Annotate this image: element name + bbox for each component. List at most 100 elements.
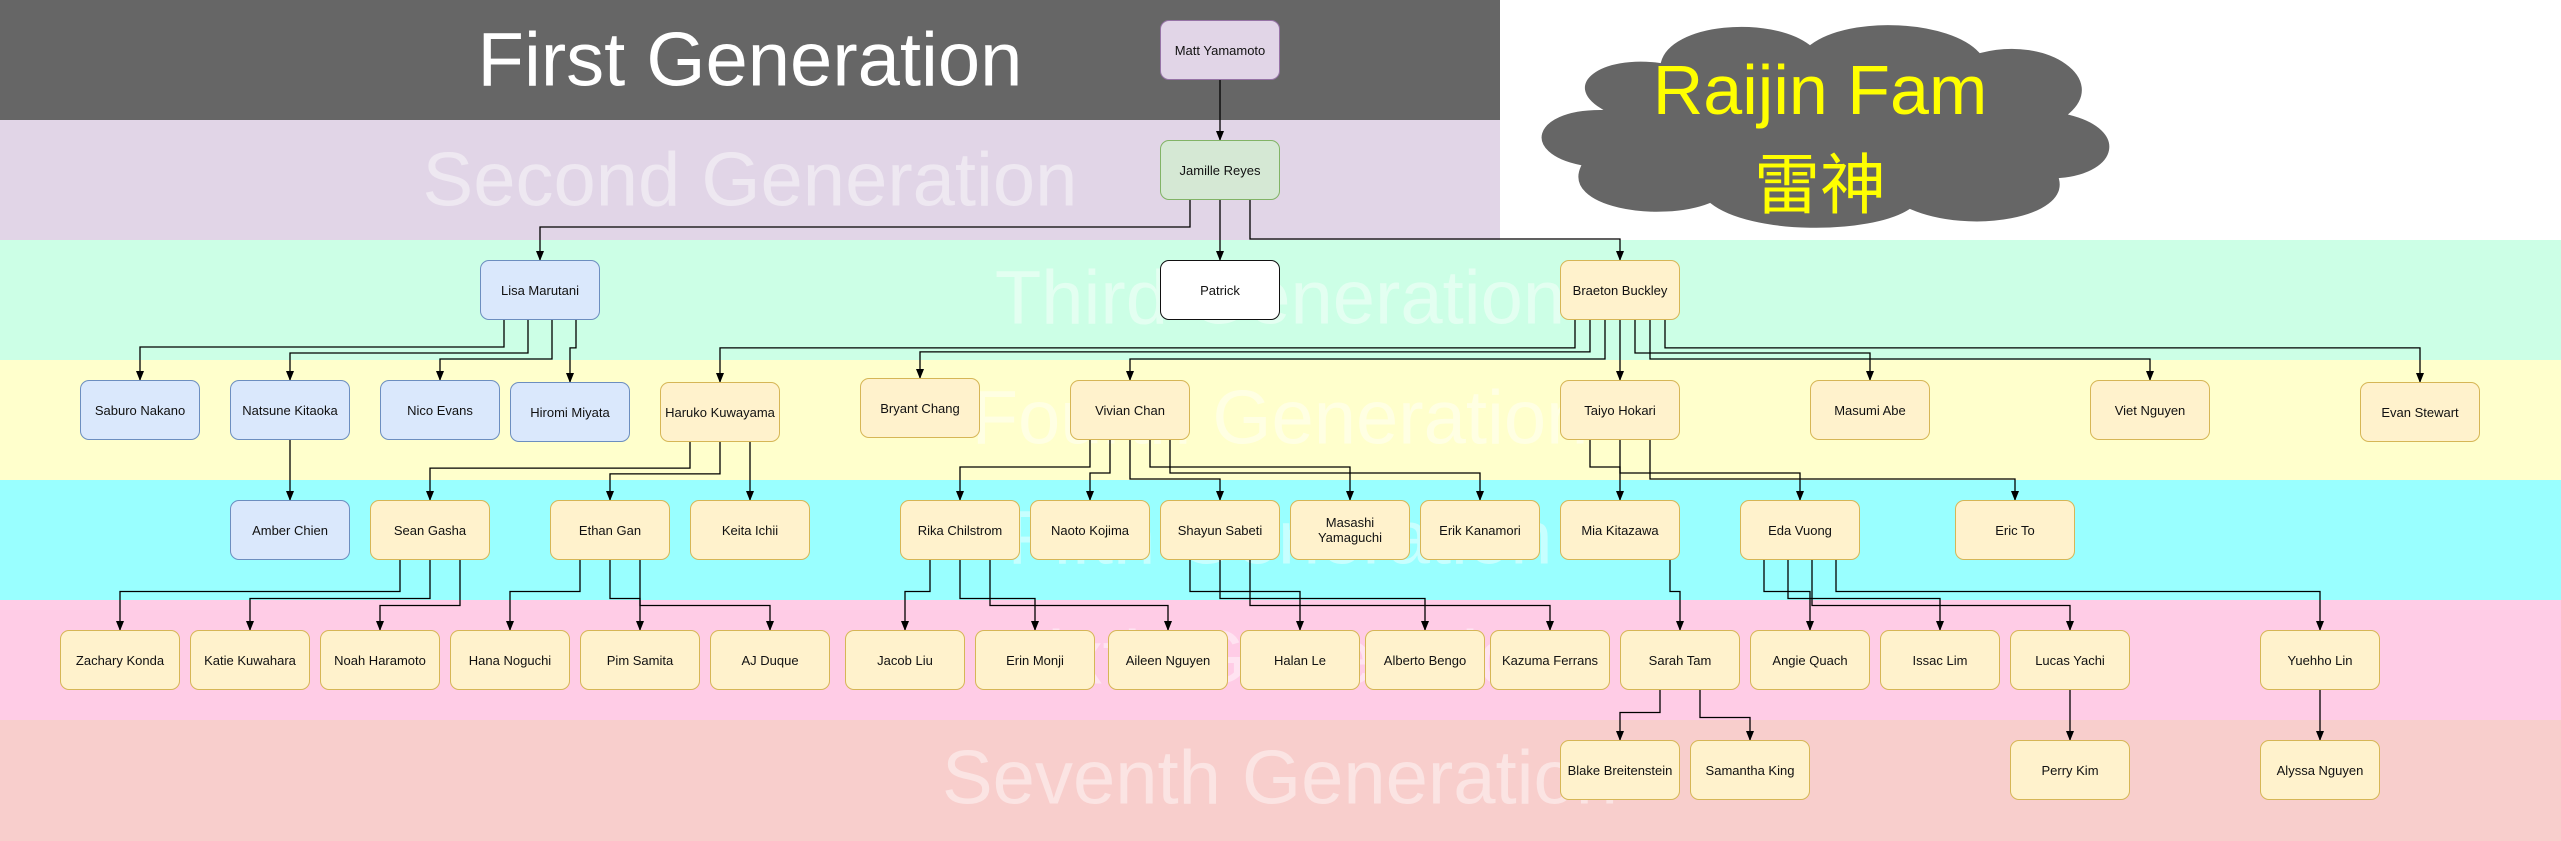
connector-ethan-pim (609, 560, 644, 631)
person-erik[interactable]: Erik Kanamori (1420, 500, 1540, 560)
connector-vivian-naoto (1086, 440, 1111, 501)
connector-vivian-shayun (1129, 440, 1224, 501)
connector-braeton-evan (1664, 320, 2424, 383)
connector-sarah-blake (1616, 690, 1661, 741)
person-sarah[interactable]: Sarah Tam (1620, 630, 1740, 690)
person-pim[interactable]: Pim Samita (580, 630, 700, 690)
person-masashi[interactable]: Masashi Yamaguchi (1290, 500, 1410, 560)
band-label-first: First Generation (477, 17, 1023, 103)
connector-eda-issac (1787, 560, 1944, 631)
person-viet[interactable]: Viet Nguyen (2090, 380, 2210, 440)
connector-vivian-rika (956, 440, 1091, 501)
person-hiromi[interactable]: Hiromi Miyata (510, 382, 630, 442)
connector-haruko-ethan (606, 442, 721, 501)
connector-lisa-nico (436, 320, 553, 381)
person-erin[interactable]: Erin Monji (975, 630, 1095, 690)
person-vivian[interactable]: Vivian Chan (1070, 380, 1190, 440)
connector-jamille-braeton (1249, 200, 1624, 261)
person-natsune[interactable]: Natsune Kitaoka (230, 380, 350, 440)
connector-braeton-viet (1649, 320, 2154, 381)
connector-haruko-sean (426, 442, 691, 501)
person-aileen[interactable]: Aileen Nguyen (1108, 630, 1228, 690)
raijin-fam-cloud: Raijin Fam 雷神 (1510, 14, 2130, 234)
connector-taiyo-mia (1589, 440, 1624, 501)
connector-shayun-kazuma (1249, 560, 1554, 631)
person-mia[interactable]: Mia Kitazawa (1560, 500, 1680, 560)
connector-mia-sarah (1669, 560, 1684, 631)
person-shayun[interactable]: Shayun Sabeti (1160, 500, 1280, 560)
connector-sean-zachary (116, 560, 401, 631)
connector-eda-yuehho (1835, 560, 2324, 631)
person-amber[interactable]: Amber Chien (230, 500, 350, 560)
person-halan[interactable]: Halan Le (1240, 630, 1360, 690)
person-sean[interactable]: Sean Gasha (370, 500, 490, 560)
person-perry[interactable]: Perry Kim (2010, 740, 2130, 800)
connector-vivian-masashi (1149, 440, 1354, 501)
seventh-generation-band: Seventh Generation (0, 720, 2561, 841)
person-lisa[interactable]: Lisa Marutani (480, 260, 600, 320)
connector-braeton-vivian (1126, 320, 1606, 381)
person-eda[interactable]: Eda Vuong (1740, 500, 1860, 560)
connector-ethan-hana (506, 560, 581, 631)
person-hana[interactable]: Hana Noguchi (450, 630, 570, 690)
person-alberto[interactable]: Alberto Bengo (1365, 630, 1485, 690)
person-zachary[interactable]: Zachary Konda (60, 630, 180, 690)
person-masumi[interactable]: Masumi Abe (1810, 380, 1930, 440)
person-yuehho[interactable]: Yuehho Lin (2260, 630, 2380, 690)
cloud-shape (1539, 23, 2112, 230)
connector-lisa-saburo (136, 320, 505, 381)
person-evan[interactable]: Evan Stewart (2360, 382, 2480, 442)
person-lucas[interactable]: Lucas Yachi (2010, 630, 2130, 690)
person-ethan[interactable]: Ethan Gan (550, 500, 670, 560)
person-naoto[interactable]: Naoto Kojima (1030, 500, 1150, 560)
person-bryant[interactable]: Bryant Chang (860, 378, 980, 438)
person-keita[interactable]: Keita Ichii (690, 500, 810, 560)
connector-sarah-samantha (1699, 690, 1754, 741)
person-rika[interactable]: Rika Chilstrom (900, 500, 1020, 560)
connector-ethan-aj (639, 560, 774, 631)
person-kazuma[interactable]: Kazuma Ferrans (1490, 630, 1610, 690)
connector-rika-jacob (901, 560, 931, 631)
person-angie[interactable]: Angie Quach (1750, 630, 1870, 690)
person-issac[interactable]: Issac Lim (1880, 630, 2000, 690)
person-haruko[interactable]: Haruko Kuwayama (660, 382, 780, 442)
connector-sean-katie (246, 560, 431, 631)
person-jacob[interactable]: Jacob Liu (845, 630, 965, 690)
cloud-kanji: 雷神 (1754, 148, 1886, 222)
person-eric[interactable]: Eric To (1955, 500, 2075, 560)
person-blake[interactable]: Blake Breitenstein (1560, 740, 1680, 800)
person-aj[interactable]: AJ Duque (710, 630, 830, 690)
person-nico[interactable]: Nico Evans (380, 380, 500, 440)
connector-taiyo-eric (1649, 440, 2019, 501)
connector-eda-angie (1763, 560, 1814, 631)
connector-jamille-lisa (536, 200, 1191, 261)
person-noah[interactable]: Noah Haramoto (320, 630, 440, 690)
person-alyssa[interactable]: Alyssa Nguyen (2260, 740, 2380, 800)
connector-lisa-hiromi (566, 320, 577, 383)
connector-sean-noah (376, 560, 461, 631)
connector-rika-erin (959, 560, 1039, 631)
connector-eda-lucas (1811, 560, 2074, 631)
connector-taiyo-eda (1619, 440, 1804, 501)
third-generation-band: Third Generation (0, 240, 2561, 360)
connector-lisa-natsune (286, 320, 529, 381)
person-jamille[interactable]: Jamille Reyes (1160, 140, 1280, 200)
connector-shayun-alberto (1219, 560, 1429, 631)
person-taiyo[interactable]: Taiyo Hokari (1560, 380, 1680, 440)
person-saburo[interactable]: Saburo Nakano (80, 380, 200, 440)
person-patrick[interactable]: Patrick (1160, 260, 1280, 320)
band-label-third: Third Generation (994, 255, 1566, 341)
person-samantha[interactable]: Samantha King (1690, 740, 1810, 800)
cloud-title: Raijin Fam (1652, 51, 1988, 129)
person-braeton[interactable]: Braeton Buckley (1560, 260, 1680, 320)
connector-braeton-bryant (916, 320, 1591, 379)
band-label-second: Second Generation (422, 137, 1078, 223)
person-matt[interactable]: Matt Yamamoto (1160, 20, 1280, 80)
person-katie[interactable]: Katie Kuwahara (190, 630, 310, 690)
connector-braeton-masumi (1634, 320, 1874, 381)
connector-vivian-erik (1169, 440, 1484, 501)
connector-braeton-haruko (716, 320, 1576, 383)
connector-rika-aileen (989, 560, 1172, 631)
connector-shayun-halan (1189, 560, 1304, 631)
